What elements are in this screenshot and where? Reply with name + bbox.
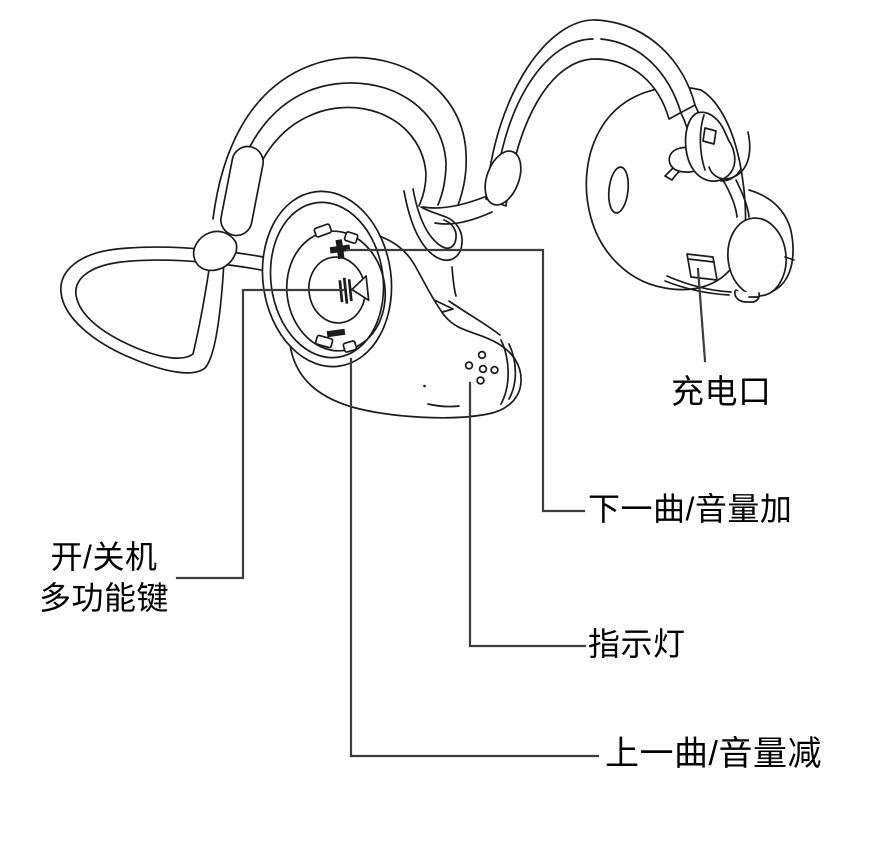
label-charging-port: 充电口: [671, 373, 772, 410]
label-power-multifunction: 开/关机 多功能键: [23, 537, 185, 619]
indicator-led-dots: [464, 350, 499, 385]
leader-lines: [175, 248, 707, 758]
volume-down-minus-icon: [326, 328, 346, 338]
charging-port-flap: [686, 253, 718, 281]
ear-hook-wire-right: [722, 179, 750, 218]
hook-slider: [220, 145, 264, 237]
label-next-track-volume-up: 下一曲/音量加: [588, 491, 793, 527]
right-earpiece-body: [585, 86, 747, 296]
ear-hook-band: [212, 56, 468, 234]
leader-indicator-light: [468, 381, 587, 648]
leader-charging-port: [696, 267, 707, 363]
leader-next-volume-up: [345, 248, 586, 513]
label-power-line1: 开/关机: [50, 539, 158, 575]
hook-end-cap: [192, 230, 238, 272]
band-junction: [403, 188, 493, 318]
ear-tip: [727, 217, 787, 297]
multifunction-play-icon: [338, 275, 370, 304]
volume-up-plus-icon: [329, 239, 351, 260]
label-indicator-light: 指示灯: [588, 626, 686, 662]
control-ring-ticks: [313, 223, 359, 353]
label-power-line2: 多功能键: [38, 580, 169, 616]
neck-wire-loop: [60, 230, 294, 374]
headband-end-cap: [484, 150, 522, 206]
body-slot: [607, 166, 630, 214]
headband-anchor: [680, 104, 751, 182]
leader-prev-volume-down: [349, 357, 600, 758]
leader-power-multifunction: [175, 288, 345, 580]
stray-dot: [423, 384, 426, 388]
ear-tip-bottom-tab: [734, 256, 795, 303]
label-prev-track-volume-down: 上一曲/音量减: [605, 735, 822, 773]
